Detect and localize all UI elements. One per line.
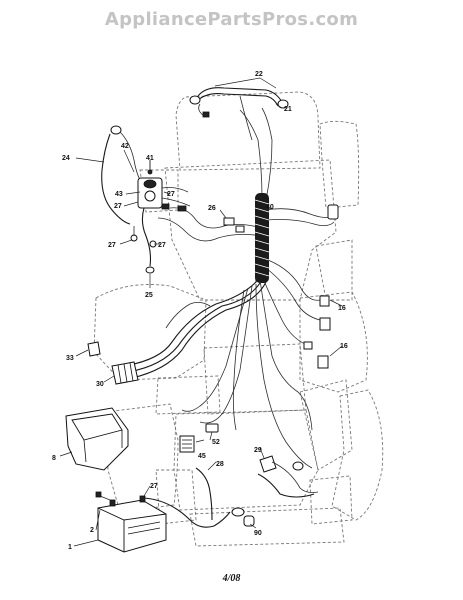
callout-labels: 22 21 24 42 41 43 27 27 27 27 25 26 40 1… [52, 71, 348, 551]
battery-cable [143, 467, 315, 528]
callout-24: 24 [62, 155, 70, 162]
battery-box [65, 407, 129, 471]
callout-27-d: 27 [158, 242, 166, 249]
callout-25: 25 [145, 292, 153, 299]
callout-90: 90 [254, 530, 262, 537]
watermark-text: AppliancePartsPros.com [104, 9, 359, 30]
callout-40: 40 [266, 204, 274, 211]
callout-leader-lines [59, 77, 343, 547]
wire-clip [87, 341, 101, 357]
callout-27-a: 27 [114, 203, 122, 210]
callout-41: 41 [146, 155, 154, 162]
callout-22: 22 [255, 71, 263, 78]
relay-and-fuse [179, 423, 319, 493]
callout-27-c: 27 [108, 242, 116, 249]
callout-45: 45 [198, 453, 206, 460]
coiled-harness-section [254, 193, 270, 283]
callout-42: 42 [121, 143, 129, 150]
callout-43: 43 [115, 191, 123, 198]
harness-connectors [223, 204, 339, 369]
callout-16-b: 16 [340, 343, 348, 350]
callout-2: 2 [90, 527, 94, 534]
headlight-cable-assembly [189, 87, 289, 141]
mower-body-outline [93, 91, 384, 547]
callout-29: 29 [254, 447, 262, 454]
footer-date: 4/08 [222, 573, 241, 584]
callout-52: 52 [212, 439, 220, 446]
callout-33: 33 [66, 355, 74, 362]
callout-1: 1 [68, 544, 72, 551]
callout-30: 30 [96, 381, 104, 388]
callout-21: 21 [284, 106, 292, 113]
callout-27-b: 27 [167, 191, 175, 198]
main-wire-harness [123, 107, 337, 469]
callout-26: 26 [208, 205, 216, 212]
pto-connector [111, 361, 139, 385]
callout-8: 8 [52, 455, 56, 462]
ignition-switch-harness [101, 125, 191, 274]
callout-28: 28 [216, 461, 224, 468]
battery [95, 491, 167, 553]
callout-27-e: 27 [150, 483, 158, 490]
callout-16-a: 16 [338, 305, 346, 312]
